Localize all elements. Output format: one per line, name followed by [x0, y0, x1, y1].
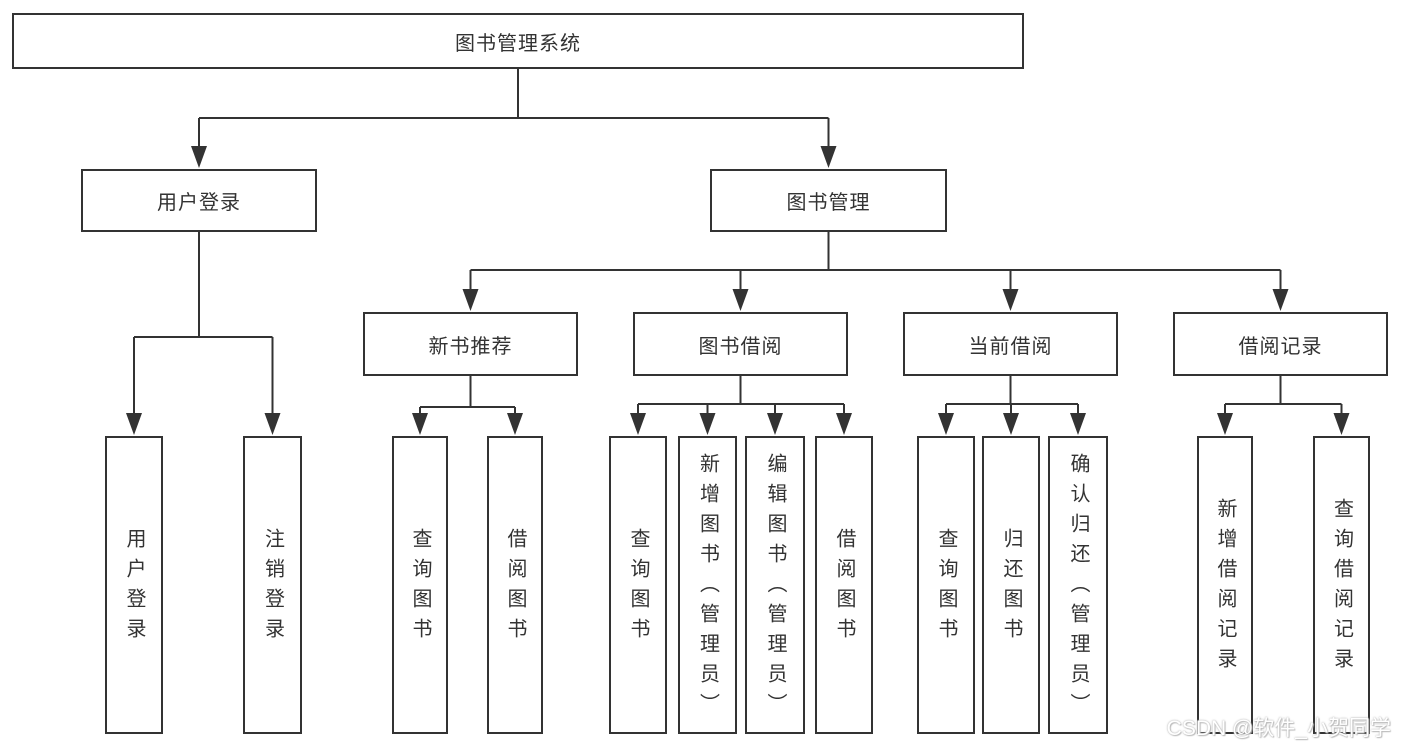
node-library-system: 图书管理系统: [12, 13, 1024, 69]
leaf-record-query-borrow-record: 查询借阅记录: [1313, 436, 1370, 734]
node-current-borrow: 当前借阅: [903, 312, 1118, 376]
node-borrow-record: 借阅记录: [1173, 312, 1388, 376]
leaf-borrow-add-book-admin: 新增图书（管理员）: [678, 436, 737, 734]
leaf-current-query-book: 查询图书: [917, 436, 975, 734]
leaf-record-add-borrow-record: 新增借阅记录: [1197, 436, 1253, 734]
arrowhead-icons: [126, 146, 1350, 435]
leaf-borrow-borrow-book: 借阅图书: [815, 436, 873, 734]
leaf-current-return-book: 归还图书: [982, 436, 1040, 734]
node-user-login: 用户登录: [81, 169, 317, 232]
leaf-user-login: 用户登录: [105, 436, 163, 734]
node-book-borrow: 图书借阅: [633, 312, 848, 376]
leaf-recommend-borrow-book: 借阅图书: [487, 436, 543, 734]
connector-lines: [133, 69, 1343, 416]
node-new-book-recommend: 新书推荐: [363, 312, 578, 376]
leaf-borrow-query-book: 查询图书: [609, 436, 667, 734]
leaf-borrow-edit-book-admin: 编辑图书（管理员）: [745, 436, 805, 734]
csdn-watermark: CSDN @软件_小贺同学: [1166, 717, 1391, 740]
node-book-management: 图书管理: [710, 169, 947, 232]
leaf-logout-login: 注销登录: [243, 436, 302, 734]
leaf-recommend-query-book: 查询图书: [392, 436, 448, 734]
leaf-current-confirm-return-admin: 确认归还（管理员）: [1048, 436, 1108, 734]
